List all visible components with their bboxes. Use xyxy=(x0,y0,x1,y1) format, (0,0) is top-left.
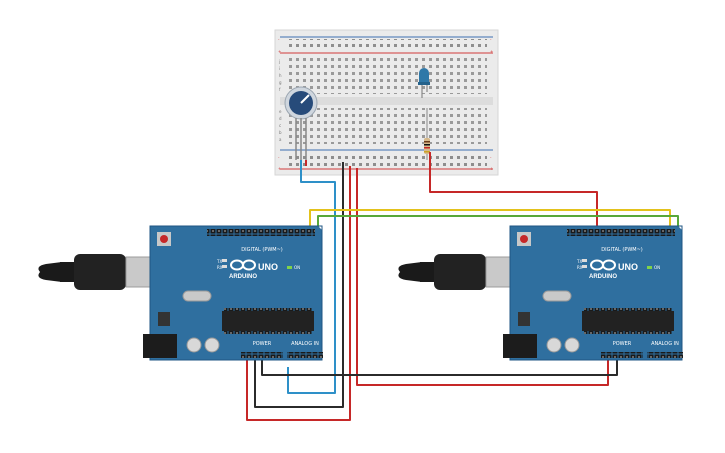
on-label: ON xyxy=(294,265,300,270)
top-rail-holes[interactable] xyxy=(287,39,487,51)
arduino-model: UNO xyxy=(258,262,278,272)
rail-sign: - xyxy=(490,155,492,160)
digital-label: DIGITAL (PWM~) xyxy=(241,247,283,253)
rx-label: RX xyxy=(577,265,583,270)
regulator xyxy=(158,312,170,326)
arduino-brand: ARDUINO xyxy=(229,274,257,280)
capacitor xyxy=(186,337,202,353)
wire-green-serial[interactable] xyxy=(317,215,679,232)
capacitor xyxy=(546,337,562,353)
digital-header[interactable] xyxy=(207,229,315,236)
infinity-logo xyxy=(230,259,256,271)
row-letter: c xyxy=(279,123,281,128)
crystal xyxy=(182,290,212,302)
barrel-jack xyxy=(143,334,177,358)
power-header[interactable] xyxy=(241,352,283,358)
usb-cable-icon xyxy=(398,254,527,290)
arduino-brand: ARDUINO xyxy=(589,274,617,280)
wire-red-led-pin[interactable] xyxy=(429,152,598,232)
wires xyxy=(246,152,679,421)
rail-sign: - xyxy=(278,37,280,42)
center-channel xyxy=(280,97,493,105)
capacitor xyxy=(564,337,580,353)
atmega-chip xyxy=(582,311,674,331)
bottom-terminal-holes[interactable] xyxy=(287,108,487,144)
wire-black-left-right-gnd[interactable] xyxy=(261,360,618,376)
resistor-icon[interactable] xyxy=(424,108,430,160)
wire-blue-pot-a0[interactable] xyxy=(287,160,336,394)
row-letter: d xyxy=(279,116,282,121)
crystal xyxy=(542,290,572,302)
analog-header[interactable] xyxy=(647,352,683,358)
rx-label: RX xyxy=(217,265,223,270)
digital-header[interactable] xyxy=(567,229,675,236)
row-letter: f xyxy=(279,87,281,92)
row-letter: e xyxy=(279,109,282,114)
row-letter: h xyxy=(279,73,282,78)
digital-label: DIGITAL (PWM~) xyxy=(601,247,643,253)
reset-button[interactable] xyxy=(520,235,528,243)
arduino-left[interactable]: DIGITAL (PWM~) ARDUINO UNO TX RX ON POWE… xyxy=(38,225,323,361)
arduino-model: UNO xyxy=(618,262,638,272)
bottom-rail-holes[interactable] xyxy=(287,152,487,167)
atmega-chip xyxy=(222,311,314,331)
power-label: POWER xyxy=(253,341,272,347)
power-header[interactable] xyxy=(601,352,643,358)
infinity-logo xyxy=(590,259,616,271)
on-label: ON xyxy=(654,265,660,270)
rail-sign: + xyxy=(490,166,493,171)
row-letter: b xyxy=(279,130,282,135)
rail-sign: + xyxy=(278,166,281,171)
top-terminal-holes[interactable] xyxy=(287,58,487,94)
wire-black-rail-gnd[interactable] xyxy=(254,162,344,408)
barrel-jack xyxy=(503,334,537,358)
analog-header[interactable] xyxy=(287,352,323,358)
potentiometer-icon[interactable] xyxy=(284,86,318,160)
capacitor xyxy=(204,337,220,353)
rail-sign: - xyxy=(278,155,280,160)
wire-red-left-right-5v[interactable] xyxy=(356,168,609,386)
analog-label: ANALOG IN xyxy=(651,341,679,347)
power-label: POWER xyxy=(613,341,632,347)
rail-sign: + xyxy=(490,49,493,54)
breadboard[interactable]: j i h g f e d c b a - + - + - + - + xyxy=(274,29,499,176)
row-letter: i xyxy=(279,66,280,71)
tx-label: TX xyxy=(576,259,582,264)
row-letter: a xyxy=(279,137,282,142)
tx-label: TX xyxy=(216,259,222,264)
analog-label: ANALOG IN xyxy=(291,341,319,347)
wire-yellow-serial[interactable] xyxy=(309,209,671,232)
led-icon[interactable] xyxy=(418,68,430,98)
row-letter: g xyxy=(279,80,282,85)
row-letter: j xyxy=(278,59,280,64)
usb-cable-icon xyxy=(38,254,167,290)
arduino-right[interactable]: DIGITAL (PWM~) ARDUINO UNO TX RX ON POWE… xyxy=(398,225,683,361)
reset-button[interactable] xyxy=(160,235,168,243)
regulator xyxy=(518,312,530,326)
rail-sign: + xyxy=(278,49,281,54)
wire-red-rail-5v[interactable] xyxy=(246,166,351,421)
rail-sign: - xyxy=(490,37,492,42)
